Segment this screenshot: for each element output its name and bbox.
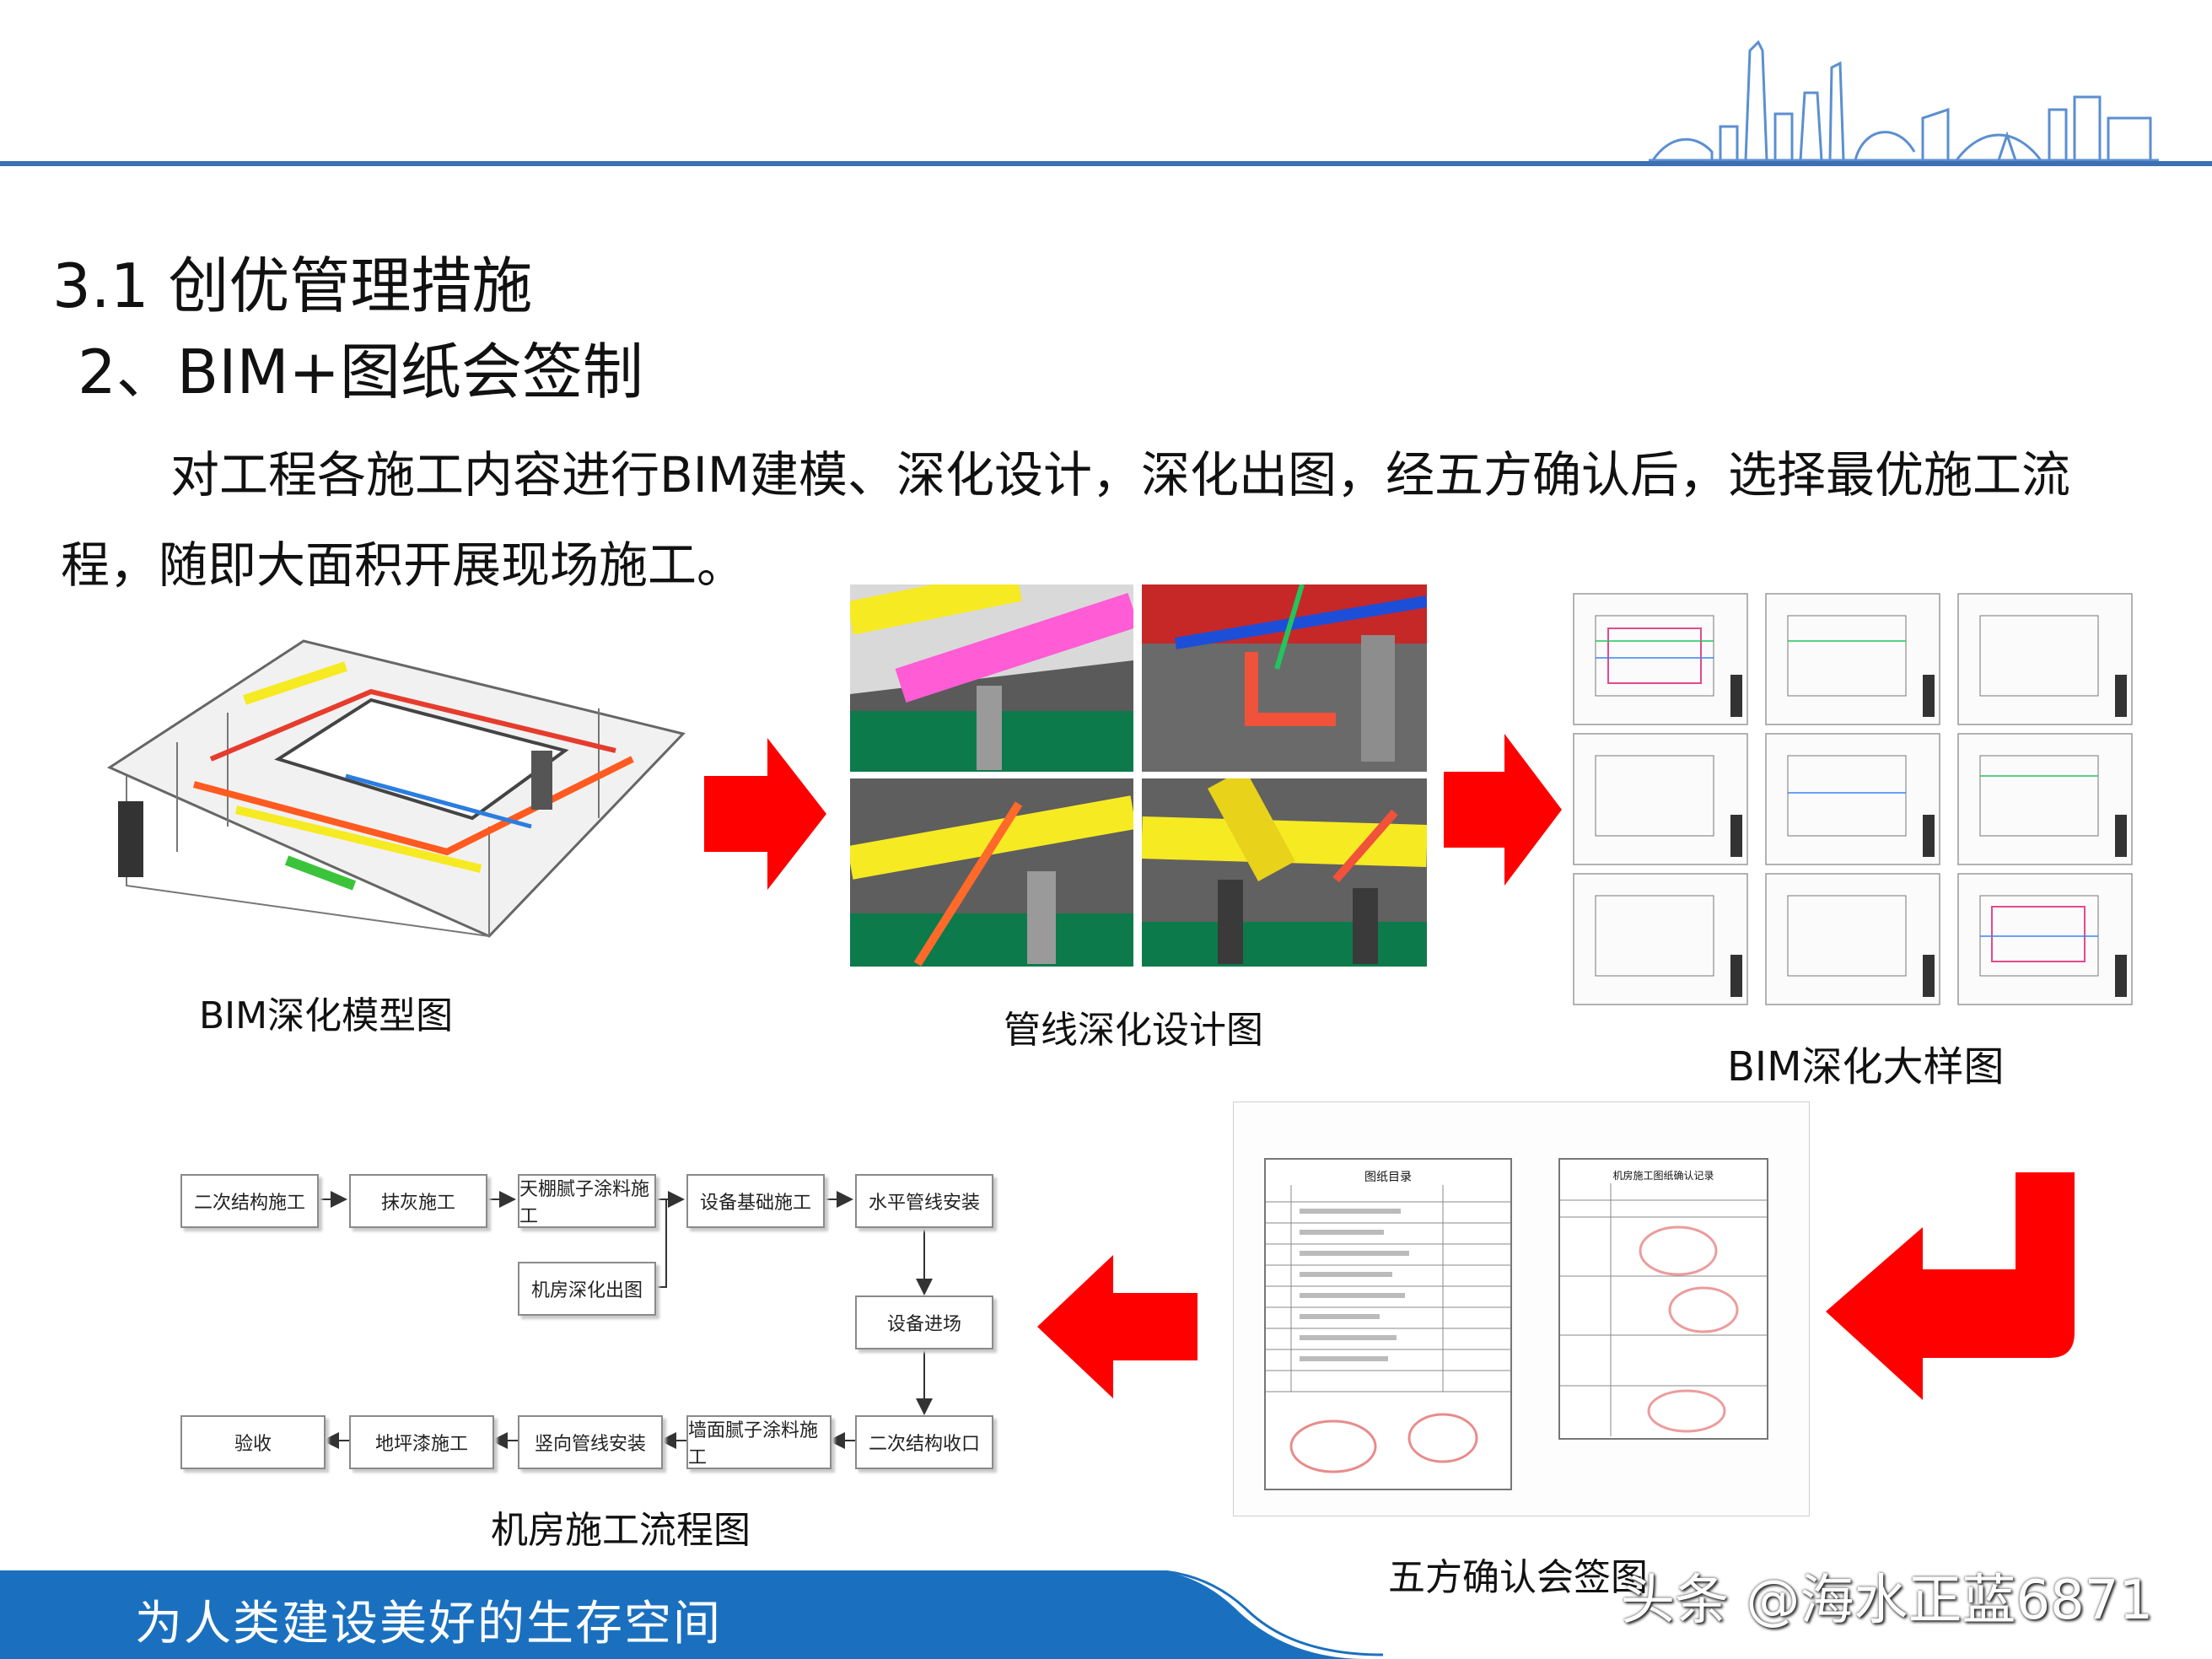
header-divider [0,161,2212,166]
arrow-right-icon [1444,734,1562,886]
flow-step-5: 水平管线安装 [855,1174,993,1228]
flow-step-11: 地坪漆施工 [349,1415,494,1469]
flowchart: 二次结构施工 抹灰施工 天棚腻子涂料施工 设备基础施工 水平管线安装 机房深化出… [169,1164,1012,1484]
caption-detail: BIM深化大样图 [1727,1043,2005,1091]
bim-detail-drawings [1570,590,2135,1008]
bim-model-image [106,639,686,938]
city-skyline-logo [1649,40,2159,162]
caption-flowchart: 机房施工流程图 [491,1509,751,1552]
pipeline-image-2 [1142,584,1427,772]
pipeline-image-1 [850,584,1133,772]
pipeline-image-4 [1142,778,1427,967]
flow-step-4: 设备基础施工 [686,1174,825,1228]
confirmation-documents: 图纸目录 机房施工图纸确认记录 [1233,1102,1810,1516]
watermark: 头条 @海水正蓝6871 [1621,1570,2154,1632]
flow-step-9: 墙面腻子涂料施工 [686,1415,832,1469]
footer-bar [0,1570,1384,1659]
caption-bim-model: BIM深化模型图 [199,994,454,1037]
flow-step-6: 机房深化出图 [518,1262,656,1316]
document-right-title: 机房施工图纸确认记录 [1612,1170,1714,1182]
flow-step-12: 验收 [180,1415,326,1469]
pipeline-image-3 [850,778,1133,967]
flow-step-3: 天棚腻子涂料施工 [518,1174,656,1228]
flow-step-8: 二次结构收口 [855,1415,993,1469]
document-right: 机房施工图纸确认记录 [1558,1158,1768,1440]
flow-step-2: 抹灰施工 [349,1174,487,1228]
document-left-title: 图纸目录 [1364,1171,1412,1184]
arrow-left-icon [1037,1255,1197,1398]
section-title: 3.1 创优管理措施 [52,250,533,321]
pipeline-images [850,584,1427,967]
document-left: 图纸目录 [1264,1158,1512,1490]
arrow-right-icon [704,738,826,890]
description-paragraph: 对工程各施工内容进行BIM建模、深化设计，深化出图，经五方确认后，选择最优施工流… [61,446,2070,594]
caption-confirm: 五方确认会签图 [1388,1556,1648,1599]
flow-step-7: 设备进场 [855,1295,993,1349]
footer-slogan: 为人类建设美好的生存空间 [135,1597,722,1651]
curved-arrow-icon [1826,1172,2075,1400]
flow-step-10: 竖向管线安装 [518,1415,663,1469]
sub-title: 2、BIM+图纸会签制 [78,337,643,407]
flow-step-1: 二次结构施工 [180,1174,319,1228]
caption-pipeline: 管线深化设计图 [1004,1009,1263,1052]
